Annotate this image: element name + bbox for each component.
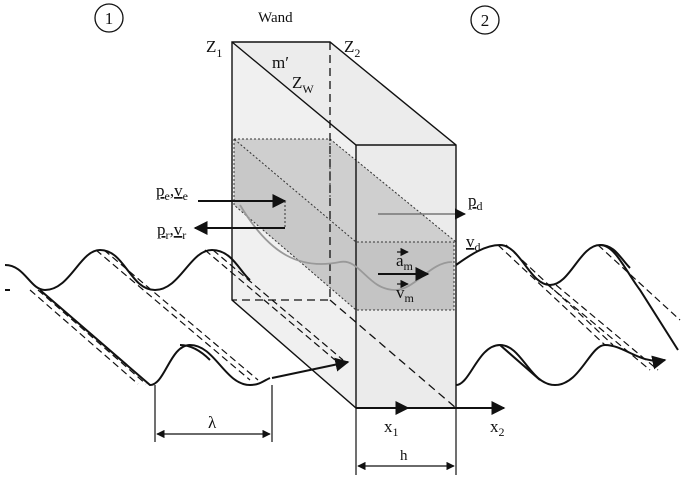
region-1-label: 1 xyxy=(105,9,114,28)
region-2-label: 2 xyxy=(481,11,490,30)
mass-per-area-label: m′ xyxy=(272,53,289,72)
z2-label: Z2 xyxy=(344,37,360,60)
x2-label: x2 xyxy=(490,417,505,439)
wall-title: Wand xyxy=(258,10,293,26)
incident-wave-front xyxy=(4,248,251,292)
wall-acceleration-label: am xyxy=(396,251,414,273)
incident-label: pe,ve xyxy=(156,181,188,203)
reflected-label: pr,vr xyxy=(157,220,186,242)
region-1-marker: 1 xyxy=(94,3,124,33)
thickness-label: h xyxy=(400,448,408,464)
zw-label: ZW xyxy=(292,73,314,96)
x1-label: x1 xyxy=(384,417,399,439)
mass-slab-top xyxy=(234,139,456,242)
region-2-marker: 2 xyxy=(470,5,500,35)
z1-label: Z1 xyxy=(206,37,222,60)
wall-velocity-label: vm xyxy=(396,283,415,305)
wall-top-face xyxy=(232,42,456,145)
wavelength-label: λ xyxy=(208,413,217,432)
mass-slab-side xyxy=(234,139,356,310)
transmitted-p-label: pd xyxy=(468,191,483,213)
transmitted-v-label: vd xyxy=(466,232,481,254)
